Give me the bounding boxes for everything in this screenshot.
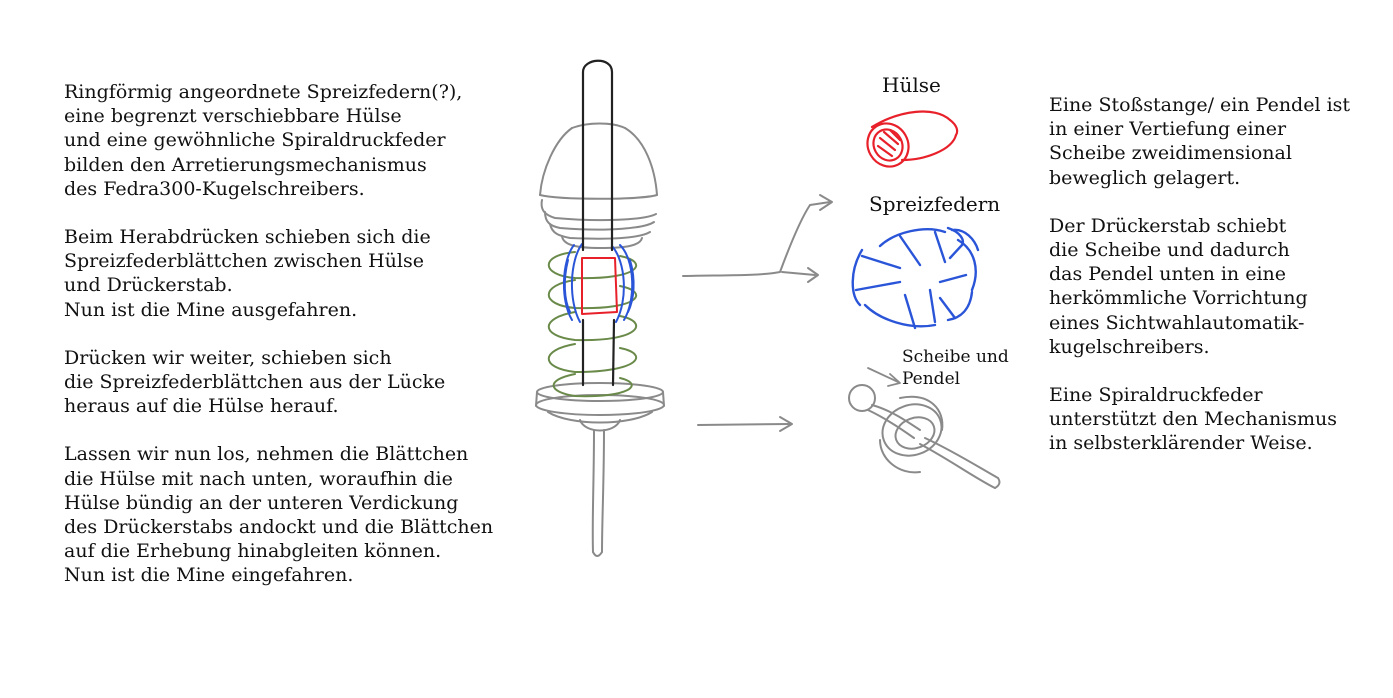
text-line: Nun ist die Mine eingefahren. [64,564,354,587]
disc-pendulum-icon [848,384,1001,489]
label-sleeve: Hülse [882,73,941,97]
text-line: bilden den Arretierungsmechanismus [64,153,427,176]
text-line: kugelschreibers. [1049,335,1210,358]
text-line: Scheibe zweidimensional [1049,142,1292,165]
text-line: Nun ist die Mine ausgefahren. [64,298,358,321]
text-line: das Pendel unten in eine [1049,263,1286,286]
text-line: Eine Spiraldruckfeder [1049,384,1263,407]
sleeve-side [581,257,618,315]
text-line: in einer Vertiefung einer [1049,118,1287,141]
text-line: und Drückerstab. [64,274,233,297]
spreading-springs-side [563,243,635,323]
sleeve-icon [866,110,959,168]
text-line: Beim Herabdrücken schieben sich die [64,226,431,249]
text-line: des Drückerstabs andockt und die Blättch… [64,516,494,539]
arrow-to-scheibe [697,416,793,432]
text-line: Ringförmig angeordnete Spreizfedern(?), [64,81,463,103]
text-line: Eine Stoßstange/ ein Pendel ist [1049,94,1351,116]
text-line: herkömmliche Vorrichtung [1049,287,1308,310]
text-line: heraus auf die Hülse herauf. [64,395,339,418]
text-line: die Spreizfederblättchen aus der Lücke [64,371,446,394]
text-line: beweglich gelagert. [1049,166,1241,189]
arrow-to-spreizfedern [781,267,819,283]
cap-body [539,122,658,249]
text-line: unterstützt den Mechanismus [1049,408,1338,431]
arrow-to-huelse [682,194,833,277]
spreading-springs-icon [851,226,980,330]
text-line: in selbsterklärender Weise. [1049,432,1313,455]
push-rod [581,59,616,387]
arrow-label-scheibe [867,367,901,387]
text-line: eines Sichtwahlautomatik- [1049,311,1305,334]
label-line: Pendel [902,369,961,389]
lower-rod [591,429,605,557]
label-spreading-springs: Spreizfedern [869,192,1001,216]
text-line: die Scheibe und dadurch [1049,239,1290,262]
text-line: des Fedra300-Kugelschreibers. [64,177,365,200]
text-line: die Hülse mit nach unten, woraufhin die [64,467,453,490]
text-line: Lassen wir nun los, nehmen die Blättchen [64,443,469,466]
right-description: Eine Stoßstange/ ein Pendel ist in einer… [1049,93,1350,456]
text-line: Der Drückerstab schiebt [1049,214,1287,237]
text-line: auf die Erhebung hinabgleiten können. [64,540,442,563]
text-line: Drücken wir weiter, schieben sich [64,346,392,369]
text-line: und eine gewöhnliche Spiraldruckfeder [64,129,446,152]
label-line: Scheibe und [902,347,1009,367]
text-line: Hülse bündig an der unteren Verdickung [64,491,459,514]
left-description: Ringförmig angeordnete Spreizfedern(?), … [64,80,493,588]
text-line: Spreizfederblättchen zwischen Hülse [64,250,424,273]
label-disc-and-pendulum: Scheibe und Pendel [902,346,1009,390]
text-line: eine begrenzt verschiebbare Hülse [64,105,402,128]
